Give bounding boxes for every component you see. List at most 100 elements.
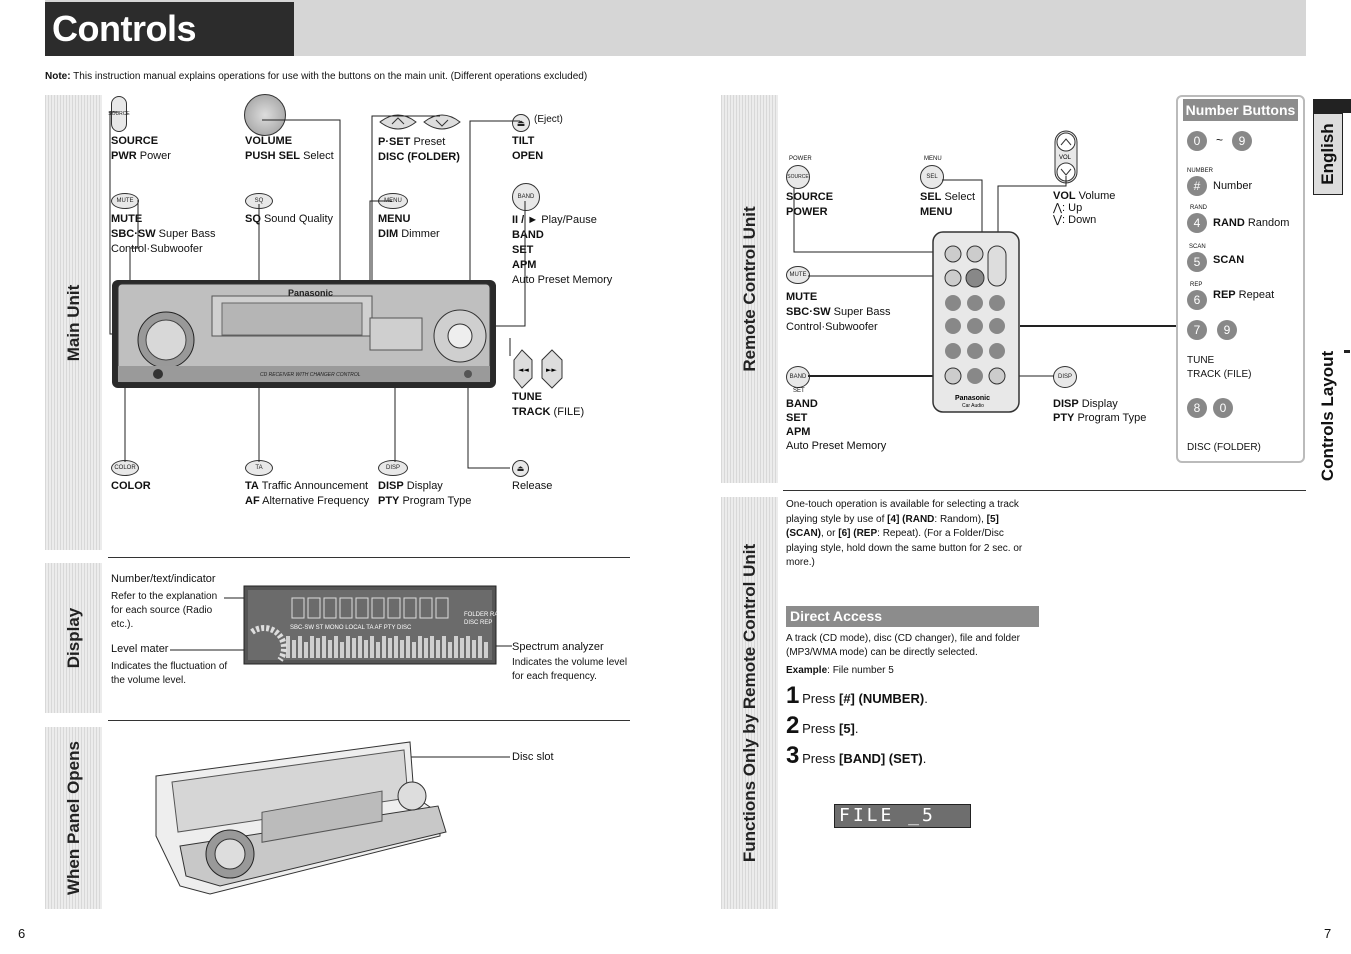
tilt-label: TILT OPEN xyxy=(512,134,543,164)
step-2-pre: Press xyxy=(802,721,839,736)
source-label: SOURCE PWR Power xyxy=(111,134,171,164)
remote-source-l2: POWER xyxy=(786,206,828,218)
remote-diagram: Panasonic Car Audio xyxy=(793,176,1176,413)
sq-l1b: Sound Quality xyxy=(260,213,334,225)
nb-tune-btn-2: 9 xyxy=(1217,320,1237,340)
example-label: Example xyxy=(786,665,828,676)
band-l2: BAND xyxy=(512,229,544,241)
panel-open-diagram xyxy=(155,741,510,895)
color-l1: COLOR xyxy=(111,480,151,492)
tune-label: TUNE TRACK (FILE) xyxy=(512,390,584,420)
fi-4: : Repeat). (For a Folder/Disc playing st… xyxy=(786,528,1023,568)
step-2-num: 2 xyxy=(786,712,800,739)
display-level-title: Level mater xyxy=(111,643,169,655)
nb-rand-b: Random xyxy=(1244,217,1290,229)
note-label: Note: xyxy=(45,71,71,82)
lcd-indicators-right: FOLDER RAN xyxy=(464,612,503,618)
fi-k3: [6] (REP xyxy=(838,528,878,539)
display-lcd-diagram: SBC-SW ST MONO LOCAL TA AF PTY DISC FOLD… xyxy=(170,585,512,665)
main-unit-diagram: Panasonic CD RECEIVER WITH CHANGER CONTR… xyxy=(109,111,526,469)
remote-band-l4: Auto Preset Memory xyxy=(786,440,887,452)
nb-rand-a: RAND xyxy=(1213,217,1245,229)
display-number-title: Number/text/indicator xyxy=(111,573,216,585)
remote-sel-l1a: SEL xyxy=(920,191,942,203)
nb-number-small: NUMBER xyxy=(1187,168,1214,174)
volume-l2b: Select xyxy=(300,150,334,162)
nb-scan-small: SCAN xyxy=(1189,244,1206,250)
nb-disc-label: DISC (FOLDER) xyxy=(1187,442,1261,453)
remote-vol-l1a: VOL xyxy=(1053,190,1076,202)
nb-scan-btn: 5 xyxy=(1187,252,1207,272)
mute-label: MUTE SBC·SW Super Bass Control·Subwoofer xyxy=(111,212,216,257)
remote-sel-l1b: Select xyxy=(941,191,976,203)
remote-vol-label: VOL Volume ⋀: Up ⋁: Down xyxy=(1053,190,1115,226)
tune-l1: TUNE xyxy=(512,391,542,403)
tune-l2b: (FILE) xyxy=(550,406,585,418)
release-label: Release xyxy=(512,480,553,492)
band-l4: APM xyxy=(512,259,537,271)
svg-text:◄◄: ◄◄ xyxy=(518,366,529,374)
pset-l1b: Preset xyxy=(410,136,446,148)
remote-vol-l1b: Volume xyxy=(1075,190,1116,202)
step-3-pre: Press xyxy=(802,751,839,766)
nb-tune-l2: TRACK (FILE) xyxy=(1187,369,1252,380)
step-3: 3 Press [BAND] (SET). xyxy=(786,742,926,770)
number-buttons-box xyxy=(1176,95,1305,463)
volume-label: VOLUME PUSH SEL Select xyxy=(245,134,334,164)
band-l1b: Play/Pause xyxy=(538,214,597,226)
remote-band-l1: BAND xyxy=(786,398,818,410)
controls-layout-tab: Controls Layout xyxy=(1313,351,1343,481)
disp-l1a: DISP xyxy=(378,480,404,492)
nb-tune-l1: TUNE xyxy=(1187,355,1215,366)
mute-l3: Control·Subwoofer xyxy=(111,243,203,255)
english-tab-bar xyxy=(1313,99,1351,113)
step-1-pre: Press xyxy=(802,691,839,706)
remote-source-l1: SOURCE xyxy=(786,191,834,203)
fi-k2: [5] (SCAN) xyxy=(786,513,999,540)
disp-l1b: Display xyxy=(403,480,443,492)
sq-label: SQ Sound Quality xyxy=(245,212,333,227)
number-buttons-title: Number Buttons xyxy=(1183,99,1298,121)
faceplate-unit-text: CD RECEIVER WITH CHANGER CONTROL xyxy=(260,372,361,378)
page-number-left: 6 xyxy=(18,926,26,941)
up-chevron-icon: ⋀ xyxy=(1053,202,1063,214)
tab-functions: Functions Only by Remote Control Unit xyxy=(721,497,778,909)
nb-number-btn: # xyxy=(1187,176,1207,196)
tune-buttons-icon: ◄◄ ►► xyxy=(513,349,563,389)
step-1: 1 Press [#] (NUMBER). xyxy=(786,682,928,710)
remote-disp-l2b: Program Type xyxy=(1074,412,1147,424)
step-1-post: . xyxy=(924,691,928,706)
tilt-l2: OPEN xyxy=(512,150,544,162)
band-l3: SET xyxy=(512,244,534,256)
mute-l1: MUTE xyxy=(111,213,143,225)
nb-rep-a: REP xyxy=(1213,289,1236,301)
remote-sel-l2: MENU xyxy=(920,206,953,218)
remote-mute-l2a: SBC·SW xyxy=(786,306,831,318)
pset-l2: DISC (FOLDER) xyxy=(378,151,460,163)
ta-l2b: Alternative Frequency xyxy=(259,495,370,507)
pset-l1a: P·SET xyxy=(378,136,411,148)
nb-disc-btn-2: 0 xyxy=(1213,398,1233,418)
nb-rep-label: REP Repeat xyxy=(1213,288,1274,303)
ta-label: TA Traffic Announcement AF Alternative F… xyxy=(245,479,369,509)
tab-display-label: Display xyxy=(63,607,83,669)
remote-disp-icon: DISP xyxy=(1053,366,1077,388)
remote-source-icon: SOURCE xyxy=(786,165,810,189)
sq-l1a: SQ xyxy=(245,213,261,225)
nb-rand-small: RAND xyxy=(1190,205,1208,211)
nb-range-to: 9 xyxy=(1232,131,1252,151)
nb-disc-btn-1: 8 xyxy=(1187,398,1207,418)
lcd-indicators-right-2: DISC REP xyxy=(464,620,492,626)
remote-disp-l1b: Display xyxy=(1078,398,1118,410)
remote-disp-label: DISP Display PTY Program Type xyxy=(1053,397,1146,425)
page-title: Controls Layout xyxy=(45,2,294,103)
nb-tune-label: TUNE TRACK (FILE) xyxy=(1187,354,1251,382)
remote-source-label: SOURCE POWER xyxy=(786,190,833,220)
nb-tune-btn-1: 7 xyxy=(1187,320,1207,340)
tab-display: Display xyxy=(45,563,102,713)
mute-l2a: SBC·SW xyxy=(111,228,156,240)
remote-mute-l3: Control·Subwoofer xyxy=(786,321,878,333)
remote-disp-l1a: DISP xyxy=(1053,398,1079,410)
disp-button-icon: DISP xyxy=(378,460,408,476)
remote-mute-label: MUTE SBC·SW Super Bass Control·Subwoofer xyxy=(786,290,891,335)
